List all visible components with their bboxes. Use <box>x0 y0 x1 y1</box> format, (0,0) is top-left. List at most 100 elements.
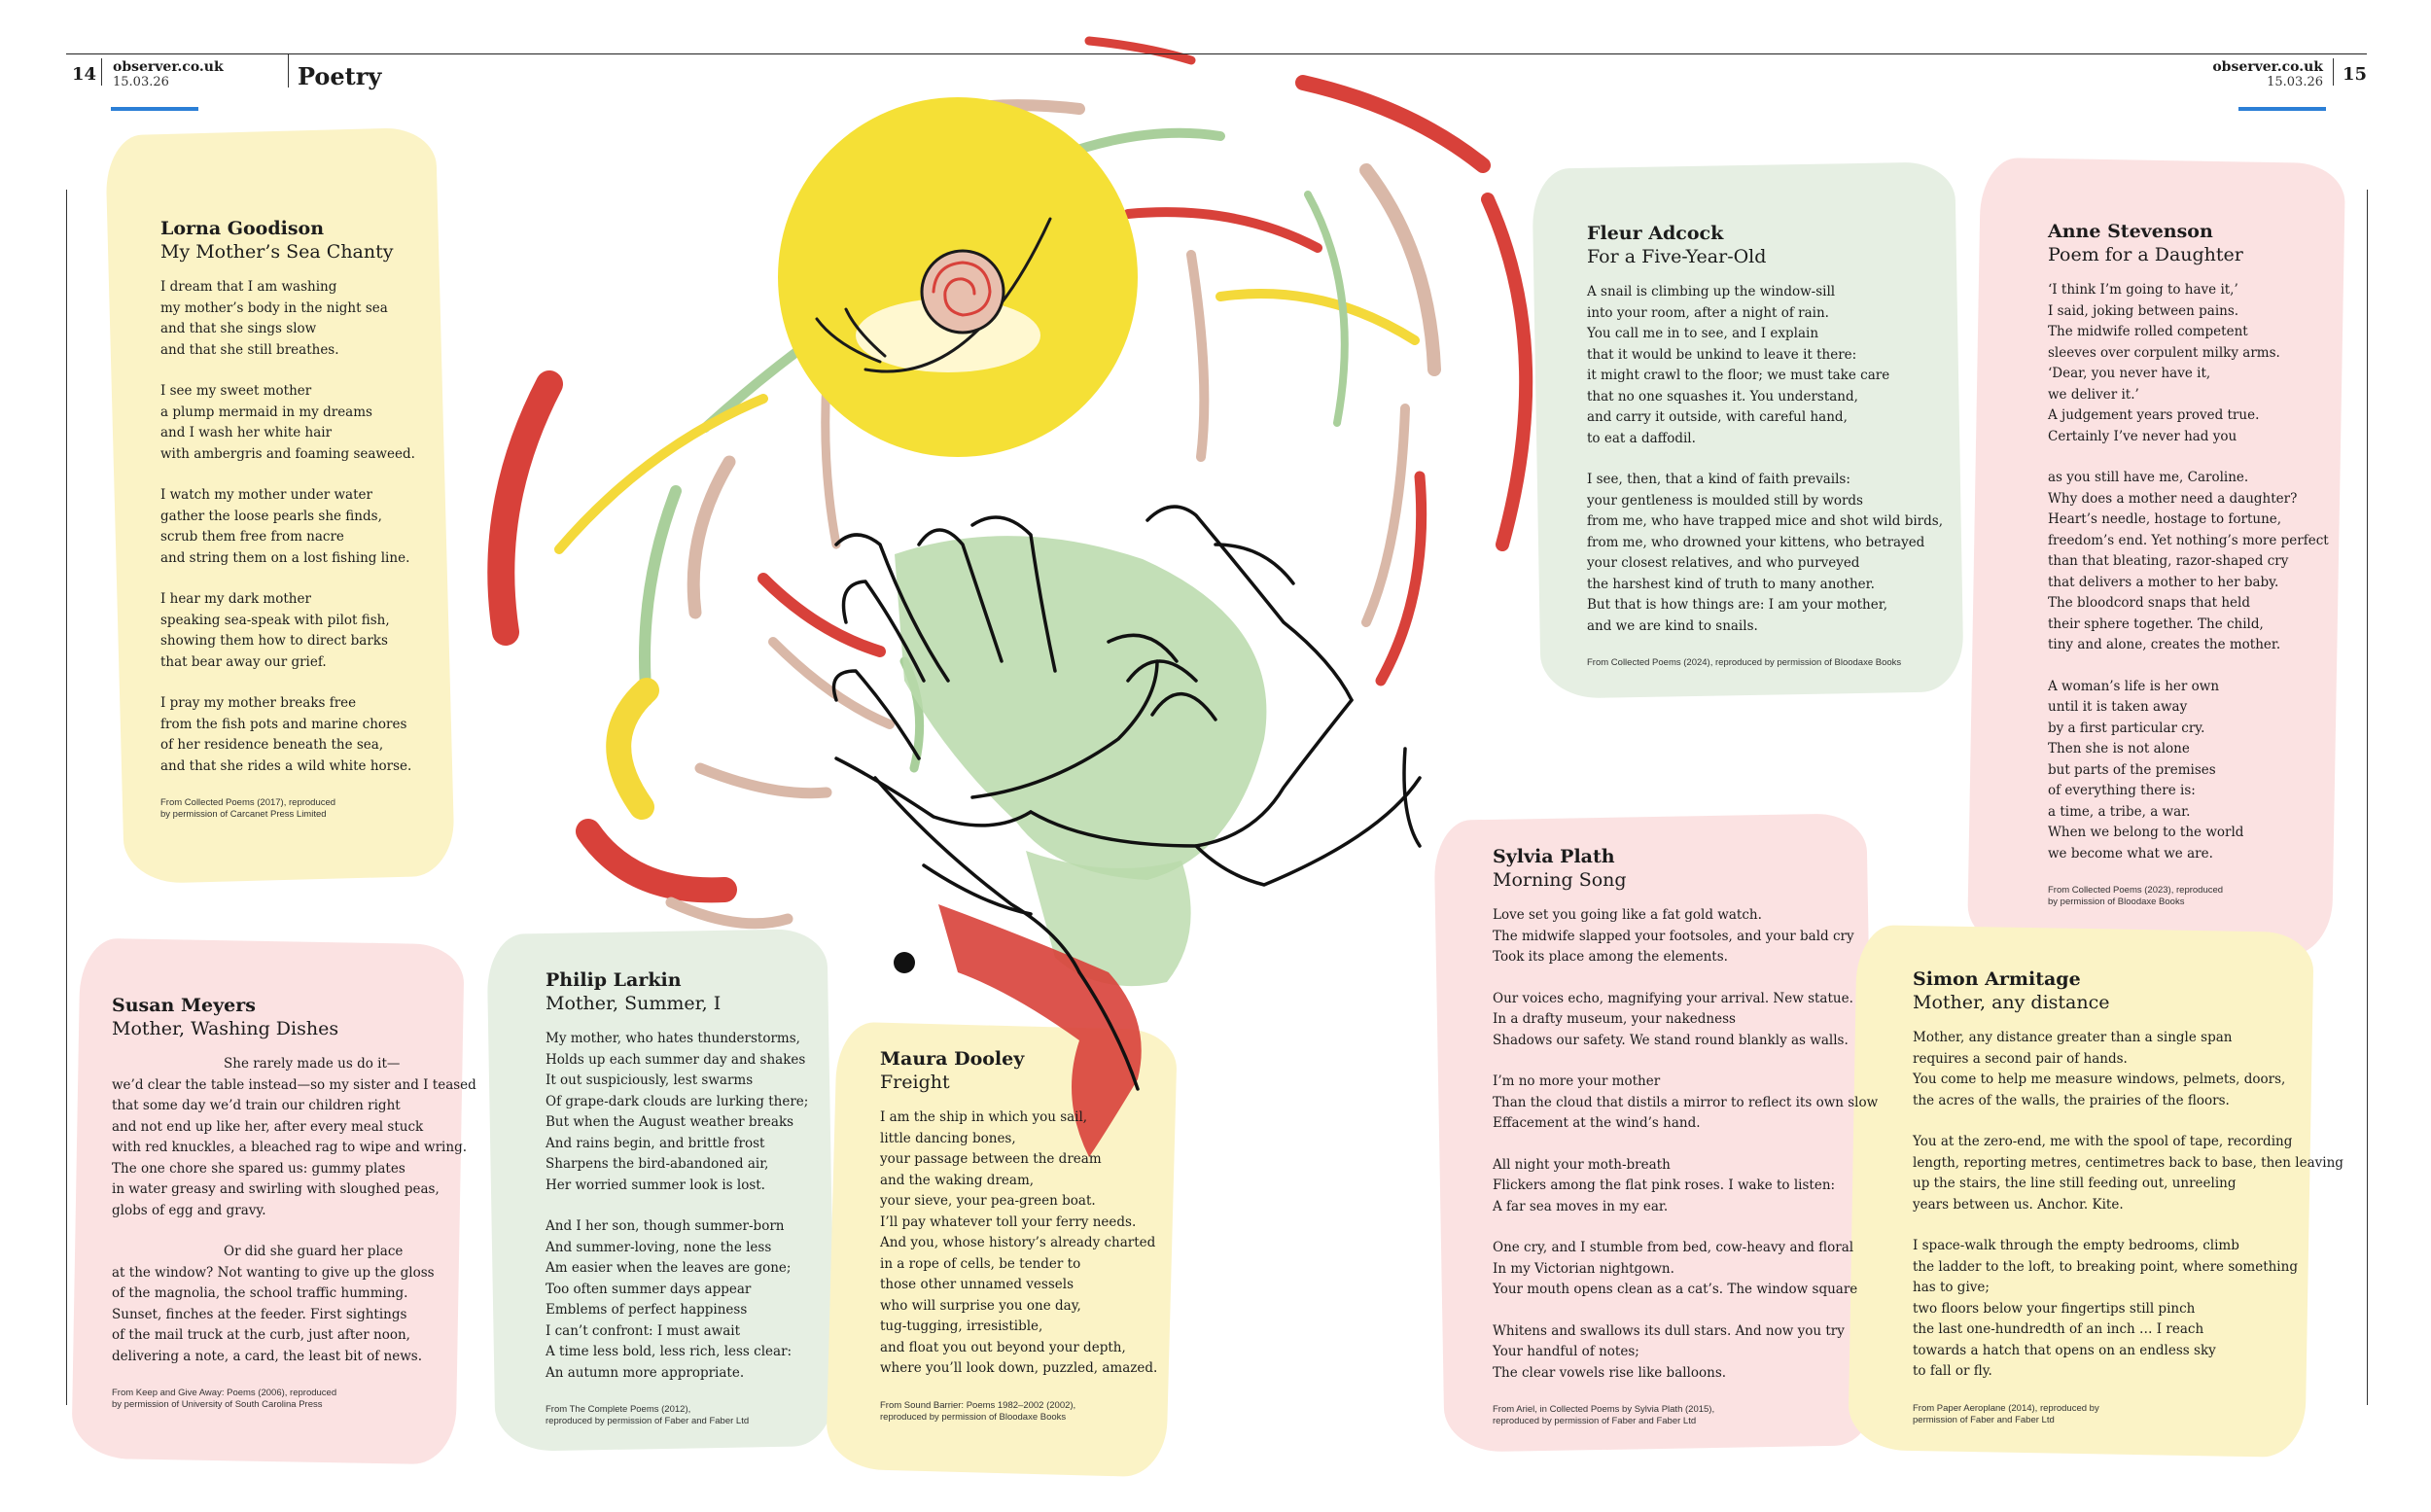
left-site[interactable]: observer.co.uk <box>113 59 224 75</box>
poem-line: Mother, any distance greater than a sing… <box>1913 1030 2233 1045</box>
poem-line: those other unnamed vessels <box>880 1277 1074 1292</box>
poem-line: that bear away our grief. <box>160 653 327 670</box>
poem-line: And you, whose history’s already charted <box>880 1235 1156 1250</box>
stanza: Our voices echo, magnifying your arrival… <box>1493 989 1872 1052</box>
poem-line: ‘Dear, you never have it, <box>2048 366 2211 381</box>
poem-line: She rarely made us do it— <box>224 1056 401 1072</box>
left-date: 15.03.26 <box>113 75 169 89</box>
poem-line: I pray my mother breaks free <box>160 695 357 711</box>
poem-line: But when the August weather breaks <box>546 1114 794 1130</box>
poem-line: Your handful of notes; <box>1493 1344 1639 1359</box>
poem-line: and I wash her white hair <box>160 425 333 440</box>
poem-line: we’d clear the table instead—so my siste… <box>112 1076 476 1093</box>
poem-line: and the waking dream, <box>880 1172 1035 1188</box>
poem-stevenson: Anne Stevenson Poem for a Daughter ‘I th… <box>2048 220 2330 908</box>
poet-name: Fleur Adcock <box>1587 223 1724 244</box>
poem-line: requires a second pair of hands. <box>1913 1050 2128 1067</box>
poem-credit: From Collected Poems (2023), reproduced … <box>2048 885 2224 907</box>
poem-line: The midwife slapped your footsoles, and … <box>1493 928 1854 944</box>
poem-line: in water greasy and swirling with slough… <box>112 1181 440 1197</box>
stanza: I space-walk through the empty bedrooms,… <box>1913 1236 2302 1383</box>
poem-body: She rarely made us do it— we’d clear the … <box>112 1054 476 1367</box>
poem-larkin: Philip Larkin Mother, Summer, I My mothe… <box>546 968 837 1427</box>
poem-line: and carry it outside, with careful hand, <box>1587 409 1848 425</box>
poem-body: Mother, any distance greater than a sing… <box>1913 1028 2343 1383</box>
stanza: Love set you going like a fat gold watch… <box>1493 905 1872 968</box>
right-site[interactable]: observer.co.uk <box>2212 59 2323 75</box>
poem-line: Emblems of perfect happiness <box>546 1302 748 1318</box>
poem-line: your sieve, your pea-green boat. <box>880 1193 1096 1209</box>
stanza: My mother, who hates thunderstorms,Holds… <box>546 1029 837 1196</box>
poem-line: In a drafty museum, your nakedness <box>1493 1011 1736 1027</box>
poem-meyers: Susan Meyers Mother, Washing Dishes She … <box>112 994 476 1411</box>
stanza: I see my sweet mother a plump mermaid in … <box>160 381 452 465</box>
stanza: She rarely made us do it— we’d clear the … <box>112 1054 476 1221</box>
left-accent-bar <box>111 107 198 111</box>
poem-line: showing them how to direct barks <box>160 633 388 649</box>
poem-line: I space-walk through the empty bedrooms,… <box>1913 1238 2239 1253</box>
poem-line: Sharpens the bird-abandoned air, <box>546 1156 769 1172</box>
poem-line: a plump mermaid in my dreams <box>160 404 372 420</box>
poem-plath: Sylvia Plath Morning Song Love set you g… <box>1493 845 1878 1427</box>
poem-line: And I her son, though summer-born <box>546 1218 785 1234</box>
poem-line: Certainly I’ve never had you <box>2048 428 2237 444</box>
poem-line: I am the ship in which you sail, <box>880 1109 1088 1125</box>
poem-line: A woman’s life is her own <box>2048 678 2220 694</box>
right-margin-line <box>2367 190 2368 1405</box>
poem-line: and not end up like her, after every mea… <box>112 1118 424 1135</box>
poem-line: The one chore she spared us: gummy plate… <box>112 1160 405 1177</box>
poet-name: Lorna Goodison <box>160 218 325 239</box>
stanza: You at the zero-end, me with the spool o… <box>1913 1132 2343 1215</box>
stanza: I see, then, that a kind of faith prevai… <box>1587 470 1956 637</box>
poem-line: I said, joking between pains. <box>2048 302 2239 319</box>
poem-line: the harshest kind of truth to many anoth… <box>1587 576 1875 592</box>
poem-line: I watch my mother under water <box>160 487 372 503</box>
stanza: ‘I think I’m going to have it,’I said, j… <box>2048 280 2330 447</box>
poem-line: All night your moth-breath <box>1493 1156 1671 1173</box>
poem-line: When we belong to the world <box>2048 825 2244 840</box>
poet-name: Susan Meyers <box>112 995 256 1016</box>
poem-line: from the fish pots and marine chores <box>160 716 407 732</box>
poem-line: the last one-hundredth of an inch … I re… <box>1913 1321 2204 1337</box>
poem-line: of the mail truck at the curb, just afte… <box>112 1327 410 1343</box>
poem-line: And summer-loving, none the less <box>546 1239 772 1255</box>
poem-line: In my Victorian nightgown. <box>1493 1260 1674 1277</box>
poem-body: Love set you going like a fat gold watch… <box>1493 905 1878 1384</box>
poem-line: as you still have me, Caroline. <box>2048 470 2249 485</box>
poem-line: gather the loose pearls she finds, <box>160 508 382 524</box>
poem-line: One cry, and I stumble from bed, cow-hea… <box>1493 1240 1854 1255</box>
poem-line: little dancing bones, <box>880 1130 1016 1146</box>
poem-line: your passage between the dream <box>880 1151 1102 1167</box>
poem-line: I see my sweet mother <box>160 383 312 399</box>
poem-line: two floors below your fingertips still p… <box>1913 1300 2196 1317</box>
header-rule <box>66 53 2367 54</box>
poem-line: we become what we are. <box>2048 845 2213 861</box>
poem-line: in a rope of cells, be tender to <box>880 1255 1081 1272</box>
poem-line: Her worried summer look is lost. <box>546 1177 765 1193</box>
poet-name: Maura Dooley <box>880 1048 1025 1070</box>
poem-line: Your mouth opens clean as a cat’s. The w… <box>1493 1282 1858 1297</box>
poem-line: and that she still breathes. <box>160 341 339 358</box>
poem-line: and that she sings slow <box>160 321 317 336</box>
poem-credit: From Collected Poems (2024), reproduced … <box>1587 657 1902 668</box>
stanza: I am the ship in which you sail, little d… <box>880 1108 1172 1380</box>
poem-body: ‘I think I’m going to have it,’I said, j… <box>2048 280 2330 864</box>
poem-line: from me, who drowned your kittens, who b… <box>1587 534 1925 550</box>
poem-line: length, reporting metres, centimetres ba… <box>1913 1154 2343 1171</box>
right-page-number: 15 <box>2343 64 2368 85</box>
left-header-divider <box>101 58 102 86</box>
poet-name: Simon Armitage <box>1913 968 2081 990</box>
poem-line: with red knuckles, a bleached rag to wip… <box>112 1140 468 1155</box>
poem-line: than that bleating, razor-shaped cry <box>2048 553 2289 569</box>
poem-line: I can’t confront: I must await <box>546 1322 741 1339</box>
poem-line: You at the zero-end, me with the spool o… <box>1913 1134 2293 1149</box>
poem-armitage: Simon Armitage Mother, any distance Moth… <box>1913 967 2343 1426</box>
section-title: Poetry <box>298 62 382 90</box>
poem-line: from me, who have trapped mice and shot … <box>1587 513 1943 529</box>
poem-line: Our voices echo, magnifying your arrival… <box>1493 990 1853 1006</box>
poem-line: But that is how things are: I am your mo… <box>1587 597 1888 613</box>
poem-title: Mother, Washing Dishes <box>112 1018 339 1039</box>
